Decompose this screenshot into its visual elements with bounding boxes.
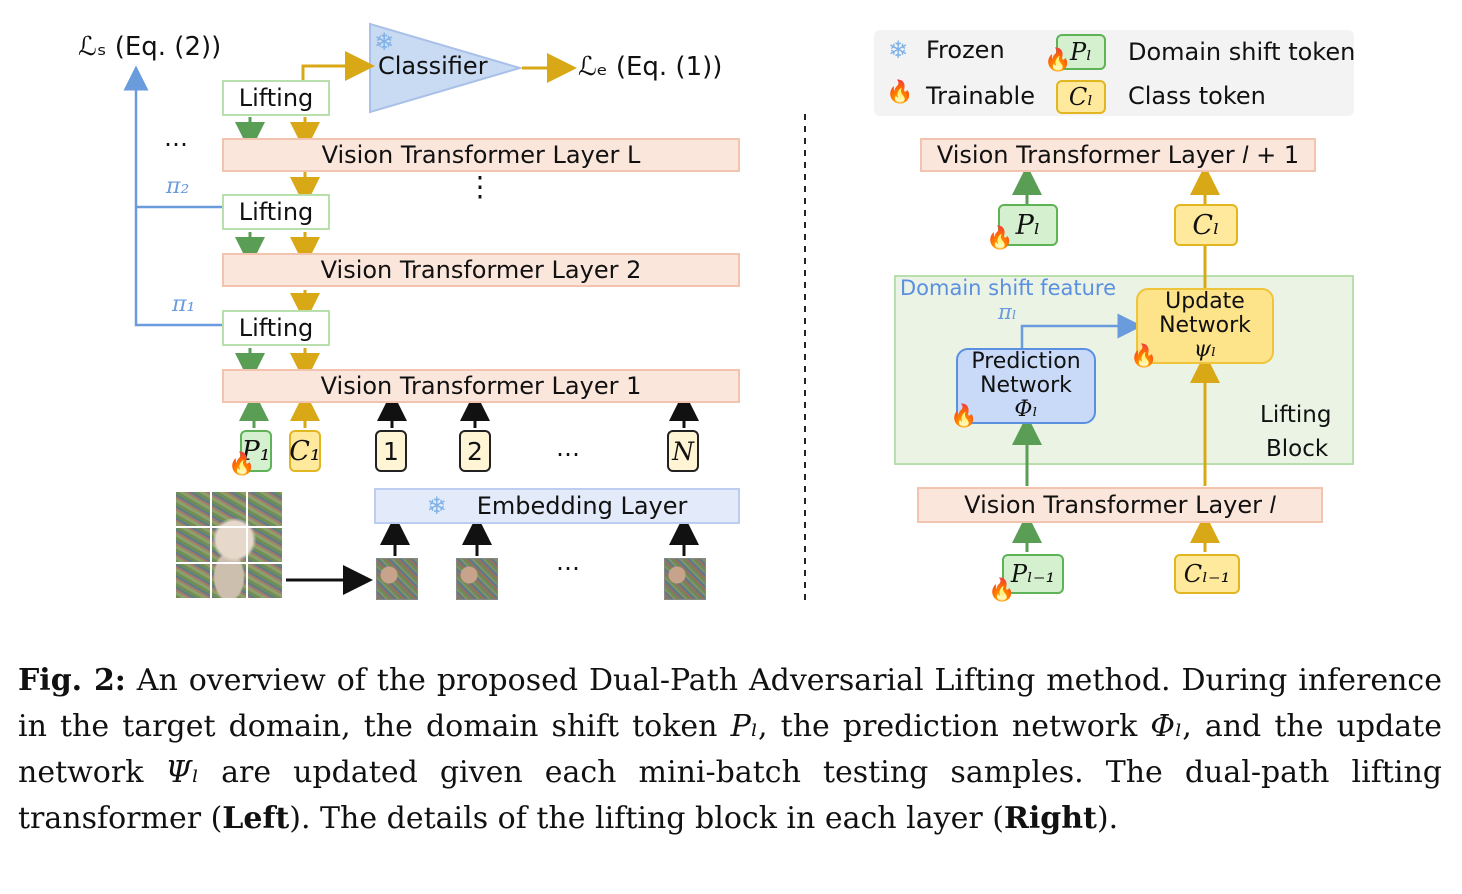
lifting-box-top: Lifting [222,80,330,116]
vit-layer-2: Vision Transformer Layer 2 [222,253,740,287]
image-patch-1 [376,558,418,600]
pl-token: Pₗ [998,204,1058,246]
caption-right-bold: Right [1003,801,1097,836]
caption-text-4: are updated given each mini-batch testin… [18,755,1442,836]
p1-token: P₁ [240,430,272,472]
ellipsis-tokens: … [556,434,580,462]
caption-text-5: ). The details of the lifting block in e… [289,801,1004,836]
vit-layer-l-plus-1: Vision Transformer Layer 𝑙 + 1 [920,138,1316,172]
legend-frozen: Frozen [926,36,1005,64]
update-network-line2: Network [1159,313,1251,338]
patch-token-N: N [667,430,699,472]
embedding-layer: ❄ Embedding Layer [374,488,740,524]
lifting-block-label-2: Block [1266,436,1329,462]
prediction-network: Prediction Network Φₗ [956,348,1096,424]
pi-l-label: πₗ [998,300,1017,324]
prediction-network-line1: Prediction [971,349,1081,374]
caption-text-2: , the prediction network [758,709,1151,744]
caption-pl: Pₗ [730,709,759,744]
patch-token-1: 1 [375,430,407,472]
loss-e-label: ℒₑ (Eq. (1)) [578,52,723,82]
cl-prev-token: Cₗ₋₁ [1174,554,1240,594]
pi1-label: π₁ [172,292,196,317]
patch-token-2: 2 [459,430,491,472]
c1-token: C₁ [289,430,321,472]
legend-p-flame-icon: 🔥 [1044,48,1072,73]
image-patch-2 [456,558,498,600]
caption-text-1: An overview of the proposed Dual-Path Ad… [18,663,1442,744]
input-image-grid [176,492,282,598]
pl-prev-token: Pₗ₋₁ [1002,554,1064,594]
ellipsis-patches: … [556,548,580,576]
update-network-line1: Update [1165,289,1245,314]
vit-layer-L: Vision Transformer Layer L [222,138,740,172]
classifier-label: Classifier [378,52,488,80]
prediction-network-symbol: Φₗ [1014,397,1038,422]
pl-flame-icon: 🔥 [986,226,1014,251]
pi2-label: π₂ [166,174,190,199]
caption-text-6: ). [1096,801,1119,836]
legend-c-token: Cₗ [1056,80,1106,114]
lifting-box-1: Lifting [222,310,330,346]
prediction-network-line2: Network [980,373,1072,398]
caption-label: Fig. 2: [18,663,126,698]
lifting-box-2: Lifting [222,194,330,230]
prediction-flame-icon: 🔥 [950,404,978,429]
cl-token: Cₗ [1174,204,1238,246]
update-flame-icon: 🔥 [1130,344,1158,369]
domain-shift-feature-label: Domain shift feature [900,276,1116,300]
caption-left-bold: Left [222,801,290,836]
update-network-symbol: ψₗ [1193,337,1217,362]
legend-trainable: Trainable [926,82,1035,110]
legend-flame-icon: 🔥 [886,80,914,105]
vit-layer-l: Vision Transformer Layer 𝑙 [917,487,1323,523]
ellipsis-left-top: … [164,124,188,152]
p1-flame-icon: 🔥 [228,452,256,477]
input-image [176,492,282,598]
loss-s-label: ℒₛ (Eq. (2)) [78,32,222,62]
caption-phi: Φₗ [1150,709,1183,744]
lifting-block-label-1: Lifting [1260,402,1332,428]
caption-psi: Ψₗ [165,755,200,790]
embedding-snowflake-icon: ❄ [426,492,447,520]
embedding-label: Embedding Layer [476,492,688,520]
image-patch-N [664,558,706,600]
vit-layer-1: Vision Transformer Layer 1 [222,369,740,403]
vdots-label: ⋮ [466,170,494,203]
legend-p-token: Pₗ [1056,34,1106,70]
figure-caption: Fig. 2: An overview of the proposed Dual… [18,658,1442,842]
caption-text-3: , and the update network [18,709,1442,790]
legend-snowflake-icon: ❄ [888,36,909,64]
legend-box [874,30,1354,116]
classifier-snowflake-icon: ❄ [374,28,395,56]
legend-domain-shift-token: Domain shift token [1128,38,1356,66]
pl-prev-flame-icon: 🔥 [988,578,1016,603]
update-network: Update Network ψₗ [1136,288,1274,364]
legend-class-token: Class token [1128,82,1266,110]
